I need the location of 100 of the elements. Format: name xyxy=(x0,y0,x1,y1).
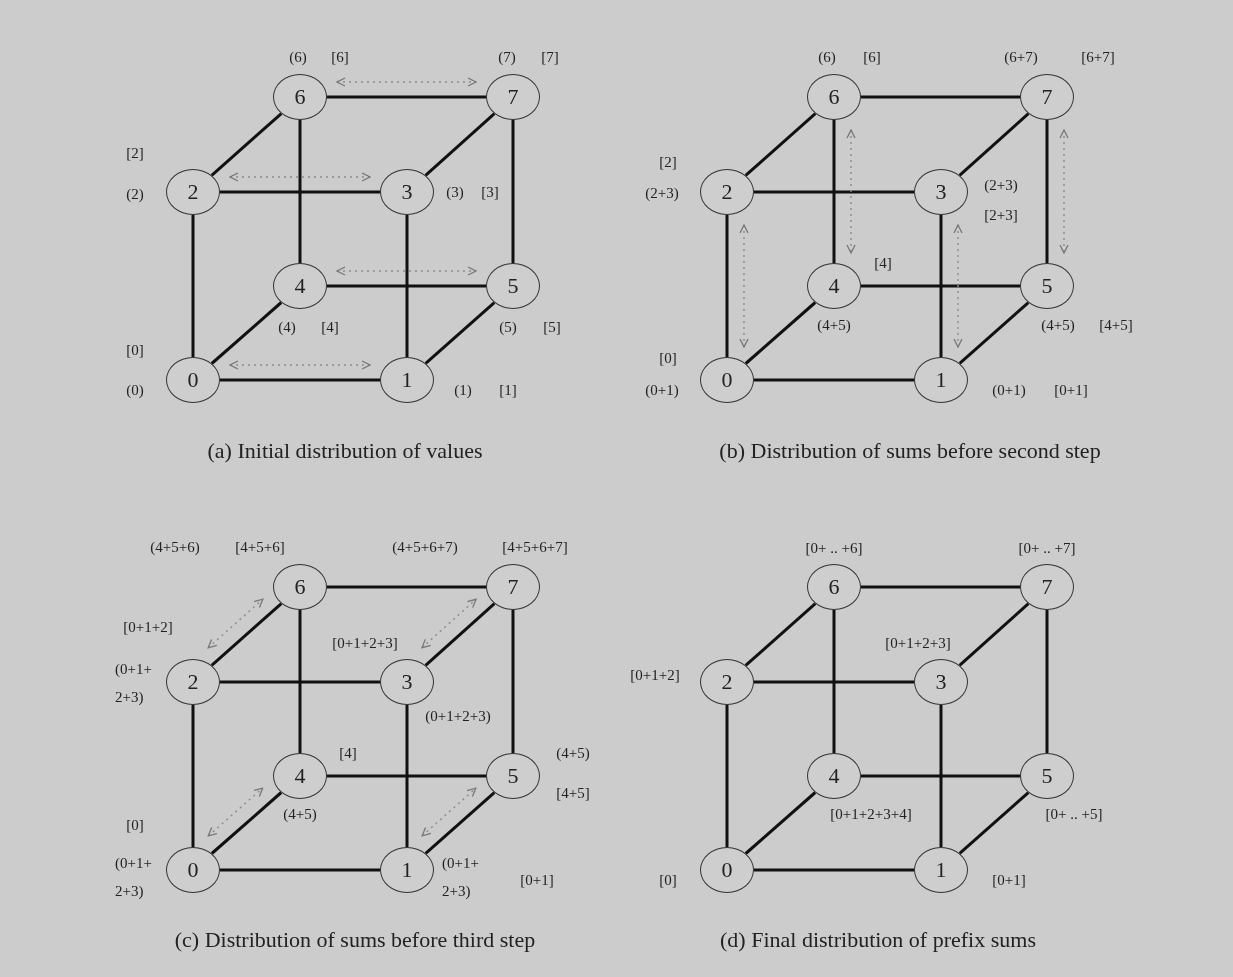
value-label: [7] xyxy=(541,48,559,66)
hypercube-link xyxy=(861,95,1020,99)
value-label: [2] xyxy=(659,153,677,171)
value-label: [0+ .. +6] xyxy=(805,539,863,557)
node-ellipse: 4 xyxy=(273,753,327,799)
value-label: [0+1+2] xyxy=(630,666,680,684)
value-label: (5) xyxy=(499,318,517,336)
exchange-arrow xyxy=(229,172,371,182)
node-ellipse: 2 xyxy=(166,169,220,215)
hypercube-link xyxy=(191,215,195,357)
hypercube-link xyxy=(754,378,914,382)
node-ellipse: 2 xyxy=(700,169,754,215)
value-label: (0) xyxy=(126,381,144,399)
exchange-arrow xyxy=(336,266,477,276)
value-label: (2) xyxy=(126,185,144,203)
node-ellipse: 7 xyxy=(1020,564,1074,610)
caption: (d) Final distribution of prefix sums xyxy=(720,927,1036,953)
node-ellipse: 1 xyxy=(380,357,434,403)
value-label: [0] xyxy=(126,816,144,834)
hypercube-link xyxy=(210,301,283,365)
hypercube-link xyxy=(424,791,496,855)
node-ellipse: 5 xyxy=(486,263,540,309)
value-label: (6) xyxy=(818,48,836,66)
hypercube-link xyxy=(220,868,380,872)
value-label: (3) xyxy=(446,183,464,201)
exchange-arrow xyxy=(207,598,264,649)
caption: (b) Distribution of sums before second step xyxy=(719,438,1101,464)
hypercube-link xyxy=(210,112,283,177)
hypercube-link xyxy=(725,215,729,357)
hypercube-link xyxy=(511,610,515,753)
hypercube-link xyxy=(298,610,302,753)
exchange-arrow xyxy=(229,360,371,370)
hypercube-link xyxy=(754,868,914,872)
node-ellipse: 6 xyxy=(807,564,861,610)
value-label: (4+5) xyxy=(817,316,851,334)
node-ellipse: 4 xyxy=(807,263,861,309)
node-ellipse: 0 xyxy=(700,357,754,403)
hypercube-link xyxy=(191,705,195,847)
caption: (a) Initial distribution of values xyxy=(207,438,483,464)
value-label: (2+3) xyxy=(645,184,679,202)
hypercube-link xyxy=(939,215,943,357)
hypercube-link xyxy=(754,190,914,194)
hypercube-link xyxy=(405,705,409,847)
hypercube-link xyxy=(327,95,486,99)
hypercube-link xyxy=(1045,610,1049,753)
value-label: (7) xyxy=(498,48,516,66)
node-ellipse: 0 xyxy=(166,847,220,893)
hypercube-link xyxy=(861,284,1020,288)
node-ellipse: 0 xyxy=(166,357,220,403)
value-label: (4+5) xyxy=(1041,316,1075,334)
hypercube-link xyxy=(327,284,486,288)
hypercube-link xyxy=(744,791,817,855)
value-label: [3] xyxy=(481,183,499,201)
value-label: (0+1) xyxy=(992,381,1026,399)
hypercube-link xyxy=(861,585,1020,589)
hypercube-link xyxy=(725,705,729,847)
value-label: [0+1] xyxy=(520,871,554,889)
node-ellipse: 6 xyxy=(273,564,327,610)
value-label: (4+5) xyxy=(556,744,590,762)
hypercube-link xyxy=(220,378,380,382)
value-label: [4] xyxy=(874,254,892,272)
value-label: [6] xyxy=(863,48,881,66)
node-ellipse: 1 xyxy=(380,847,434,893)
value-label: [0+1] xyxy=(1054,381,1088,399)
node-ellipse: 1 xyxy=(914,357,968,403)
hypercube-link xyxy=(958,301,1030,365)
node-ellipse: 5 xyxy=(1020,263,1074,309)
value-label: (4+5) xyxy=(283,805,317,823)
node-ellipse: 6 xyxy=(807,74,861,120)
node-ellipse: 3 xyxy=(380,169,434,215)
value-label: [2] xyxy=(126,144,144,162)
node-ellipse: 2 xyxy=(166,659,220,705)
value-label: [0+1+2] xyxy=(123,618,173,636)
value-label: [4+5+6] xyxy=(235,538,285,556)
hypercube-link xyxy=(327,774,486,778)
value-label: [2+3] xyxy=(984,206,1018,224)
node-ellipse: 1 xyxy=(914,847,968,893)
value-label: [0+ .. +7] xyxy=(1018,539,1076,557)
hypercube-link xyxy=(958,602,1030,667)
value-label: [0+1+2+3] xyxy=(885,634,951,652)
hypercube-link xyxy=(832,120,836,263)
hypercube-link xyxy=(744,301,817,365)
value-label: (4) xyxy=(278,318,296,336)
value-label: [4] xyxy=(321,318,339,336)
exchange-arrow xyxy=(739,224,749,348)
value-label: (0+1+ 2+3) xyxy=(115,854,153,901)
hypercube-link xyxy=(511,120,515,263)
value-label: (4+5+6) xyxy=(150,538,200,556)
value-label: [4+5+6+7] xyxy=(502,538,568,556)
value-label: [0] xyxy=(126,341,144,359)
exchange-arrow xyxy=(421,598,477,649)
value-label: [4+5] xyxy=(556,784,590,802)
value-label: (6) xyxy=(289,48,307,66)
node-ellipse: 5 xyxy=(486,753,540,799)
hypercube-link xyxy=(832,610,836,753)
value-label: [0+1] xyxy=(992,871,1026,889)
caption: (c) Distribution of sums before third step xyxy=(174,927,536,953)
hypercube-link xyxy=(424,602,496,667)
value-label: [1] xyxy=(499,381,517,399)
value-label: (0+1+ 2+3) xyxy=(442,854,480,901)
